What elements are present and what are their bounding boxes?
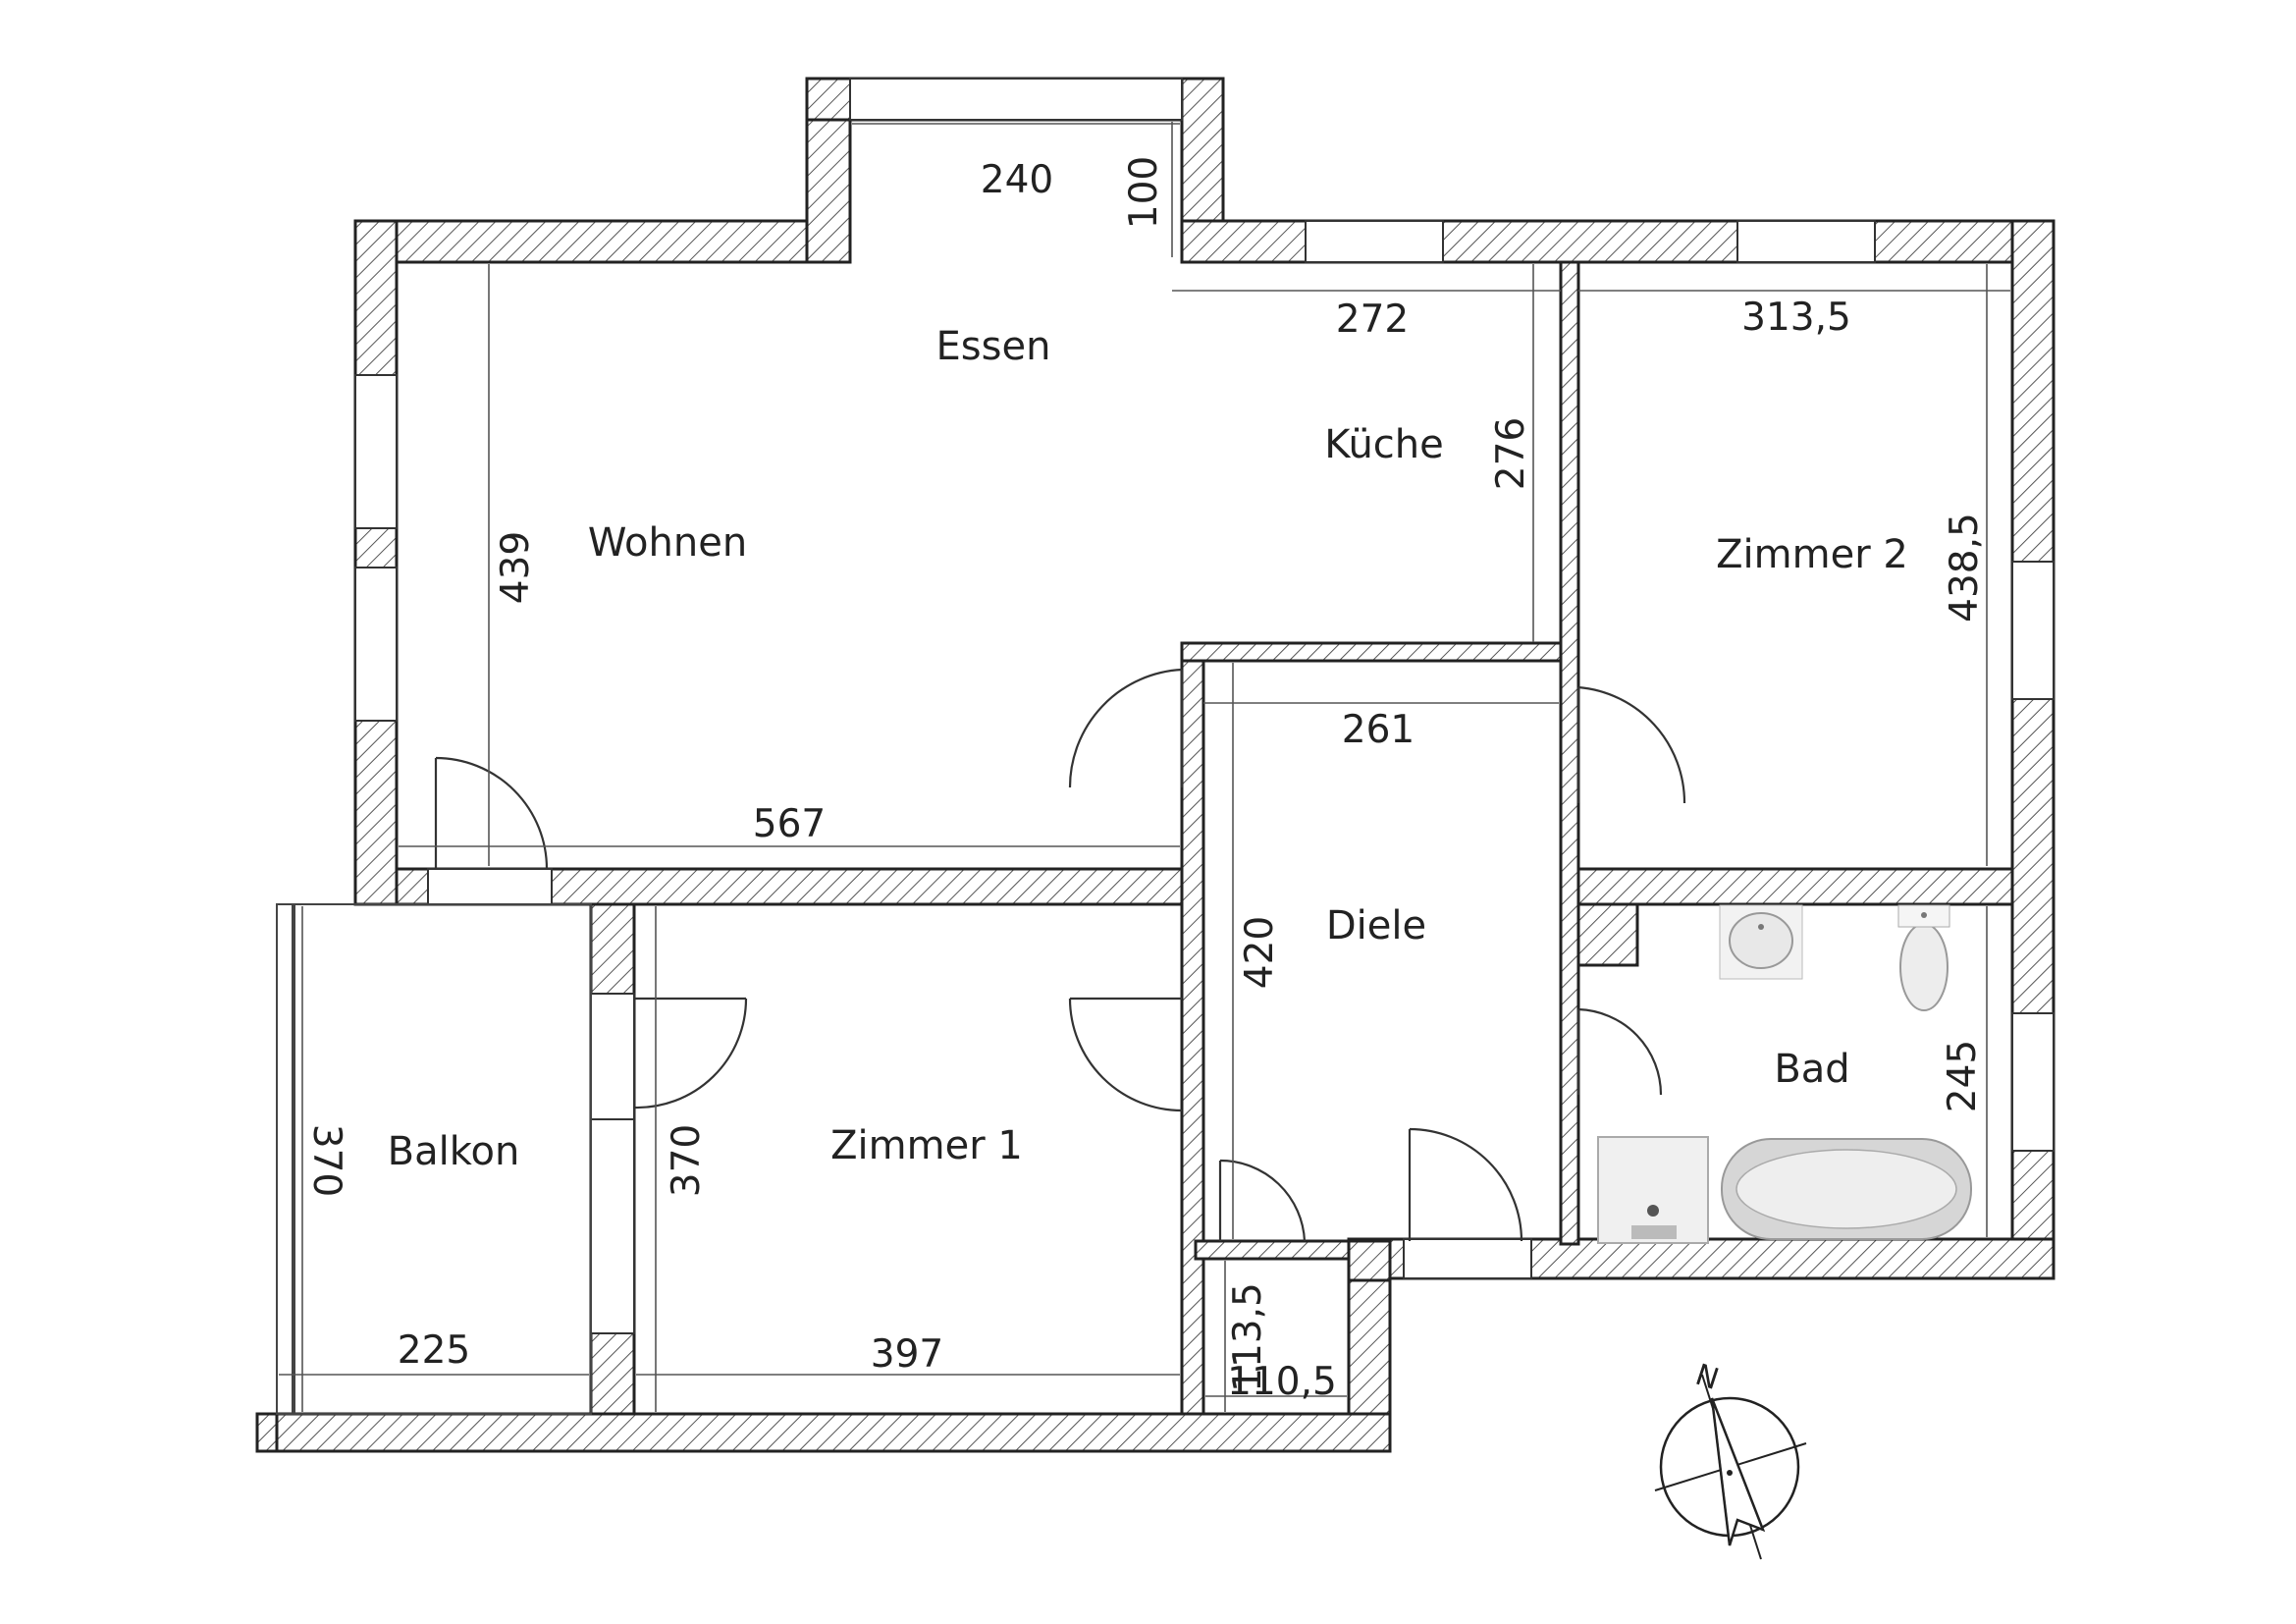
dim-essen-width: 240 bbox=[981, 158, 1053, 202]
dimension-lines bbox=[279, 122, 2010, 1412]
dim-wohnen-width: 567 bbox=[753, 802, 826, 846]
dim-zimmer1-depth: 370 bbox=[665, 1124, 709, 1197]
room-label-zimmer2: Zimmer 2 bbox=[1716, 532, 1908, 577]
dim-zimmer2-depth: 438,5 bbox=[1943, 513, 1987, 623]
compass-north-letter: N bbox=[1691, 1358, 1723, 1397]
dimension-texts: 240 100 272 276 313,5 438,5 439 567 261 … bbox=[304, 156, 1987, 1404]
balkon-outline bbox=[276, 903, 592, 1415]
dim-wohnen-depth: 439 bbox=[494, 531, 538, 604]
dim-wc-depth: 113,5 bbox=[1226, 1282, 1270, 1392]
room-labels: Essen Wohnen Küche Zimmer 2 Diele Balkon… bbox=[388, 324, 1908, 1174]
dim-kueche-width: 272 bbox=[1336, 298, 1409, 342]
dim-zimmer2-width: 313,5 bbox=[1741, 296, 1851, 340]
dim-balkon-depth: 370 bbox=[304, 1124, 348, 1197]
toilet-icon bbox=[1899, 923, 1949, 1011]
dim-wc-width: 110,5 bbox=[1227, 1360, 1337, 1404]
compass-icon: N bbox=[1654, 1358, 1807, 1560]
dim-bad-depth: 245 bbox=[1941, 1040, 1985, 1112]
room-label-bad: Bad bbox=[1774, 1047, 1849, 1092]
bathroom-fixtures bbox=[1597, 904, 1972, 1244]
windows bbox=[354, 78, 2055, 1334]
dim-diele-width: 261 bbox=[1342, 708, 1415, 752]
room-label-diele: Diele bbox=[1326, 903, 1426, 948]
room-label-essen: Essen bbox=[936, 324, 1051, 369]
dim-diele-depth: 420 bbox=[1238, 916, 1282, 989]
room-label-balkon: Balkon bbox=[388, 1129, 520, 1174]
sink-icon bbox=[1729, 912, 1793, 969]
room-label-kueche: Küche bbox=[1324, 422, 1444, 467]
doors bbox=[434, 668, 1686, 1242]
dim-kueche-depth: 276 bbox=[1489, 417, 1533, 490]
dim-zimmer1-width: 397 bbox=[871, 1332, 943, 1377]
dim-balkon-width: 225 bbox=[398, 1328, 470, 1373]
dim-essen-depth: 100 bbox=[1122, 156, 1166, 229]
room-label-wohnen: Wohnen bbox=[588, 520, 747, 566]
room-label-zimmer1: Zimmer 1 bbox=[830, 1123, 1023, 1168]
walls bbox=[255, 77, 2056, 1453]
